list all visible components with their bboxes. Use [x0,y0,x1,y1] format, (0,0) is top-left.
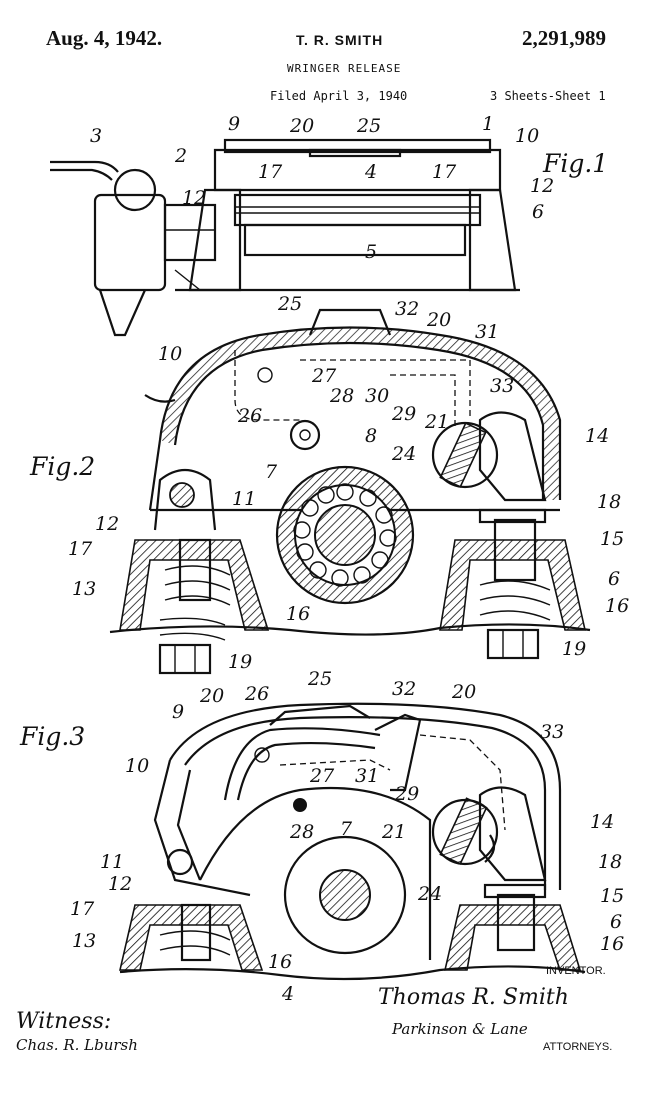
fig1-label: 5 [365,241,377,263]
fig2-label: 6 [608,568,620,590]
fig1-label: 10 [515,125,539,147]
fig2-label: 10 [158,343,182,365]
fig3-label: 16 [600,933,624,955]
fig3-label: 33 [540,721,564,743]
fig2-label: 32 [395,298,419,320]
fig2-label: 26 [237,405,262,427]
fig2-label: 17 [68,538,93,560]
inventor-caption: INVENTOR. [546,965,606,977]
fig3-label: 15 [600,885,624,907]
fig2-label: 31 [475,321,499,343]
fig2-label: 19 [562,638,586,660]
fig3-label: 24 [417,883,442,905]
fig3-label: 20 [199,685,224,707]
fig2-label: 30 [365,385,389,407]
fig2-label: 19 [228,651,252,673]
fig1-label: 1 [482,113,494,135]
witness-label: Witness: [16,1009,111,1034]
fig2-label: 16 [286,603,310,625]
fig1-label: 20 [289,115,314,137]
fig2-label: 12 [95,513,119,535]
fig1-label: 2 [174,145,187,167]
fig2-label: 16 [605,595,629,617]
fig3-label: 21 [381,821,406,843]
fig3-label: 10 [125,755,149,777]
fig1-label: 4 [364,161,377,183]
figure-captions: Fig.1 Fig.2 Fig.3 [19,149,608,751]
fig1-label: 12 [182,187,206,209]
fig3-reference-labels: 25 32 20 9 20 26 33 10 27 31 29 28 7 21 … [70,668,624,1005]
fig3-label: 25 [307,668,332,690]
fig3-label: 18 [598,851,622,873]
fig2-label: 27 [311,365,337,387]
fig1-label: 25 [356,115,381,137]
fig3-label: 20 [451,681,476,703]
fig3-label: 28 [289,821,314,843]
fig2-label: 15 [600,528,624,550]
fig1-label: 17 [432,161,457,183]
fig2-label: 29 [391,403,416,425]
fig2-label: 18 [597,491,621,513]
fig3-label: 27 [309,765,335,787]
fig2-label: 11 [232,488,256,510]
fig1-label: 12 [530,175,554,197]
figure-3-drawing [120,704,585,979]
fig2-label: 24 [391,443,416,465]
attorney-signature: Parkinson & Lane [391,1020,528,1038]
fig2-label: 33 [490,375,514,397]
fig3-label: 29 [394,783,419,805]
fig3-label: 6 [610,911,622,933]
fig2-label: 8 [365,425,377,447]
fig3-label: 9 [172,701,184,723]
fig1-reference-labels: 3 2 9 20 25 1 10 17 4 17 12 12 6 5 [90,113,554,263]
fig1-label: 9 [228,113,240,135]
fig3-caption: Fig.3 [19,722,85,751]
fig1-caption: Fig.1 [542,149,608,178]
fig3-label: 32 [392,678,416,700]
fig3-label: 14 [590,811,614,833]
fig3-label: 4 [281,983,294,1005]
fig2-label: 7 [265,461,278,483]
fig2-label: 14 [585,425,609,447]
fig1-label: 3 [90,125,102,147]
inventor-signature: Thomas R. Smith [378,985,569,1010]
fig2-label: 28 [329,385,354,407]
fig1-label: 6 [532,201,544,223]
fig3-label: 16 [268,951,292,973]
fig2-label: 25 [277,293,302,315]
fig3-label: 11 [100,851,124,873]
fig3-label: 13 [72,930,96,952]
fig1-label: 17 [258,161,283,183]
fig2-label: 20 [426,309,451,331]
fig3-label: 31 [355,765,379,787]
fig3-label: 26 [244,683,269,705]
witness-signature: Chas. R. Lbursh [16,1036,138,1054]
fig3-label: 12 [108,873,132,895]
fig2-label: 13 [72,578,96,600]
attorneys-caption: ATTORNEYS. [543,1041,612,1053]
fig3-label: 17 [70,898,95,920]
fig2-label: 21 [424,411,449,433]
fig3-label: 7 [340,818,353,840]
fig2-caption: Fig.2 [29,452,95,481]
